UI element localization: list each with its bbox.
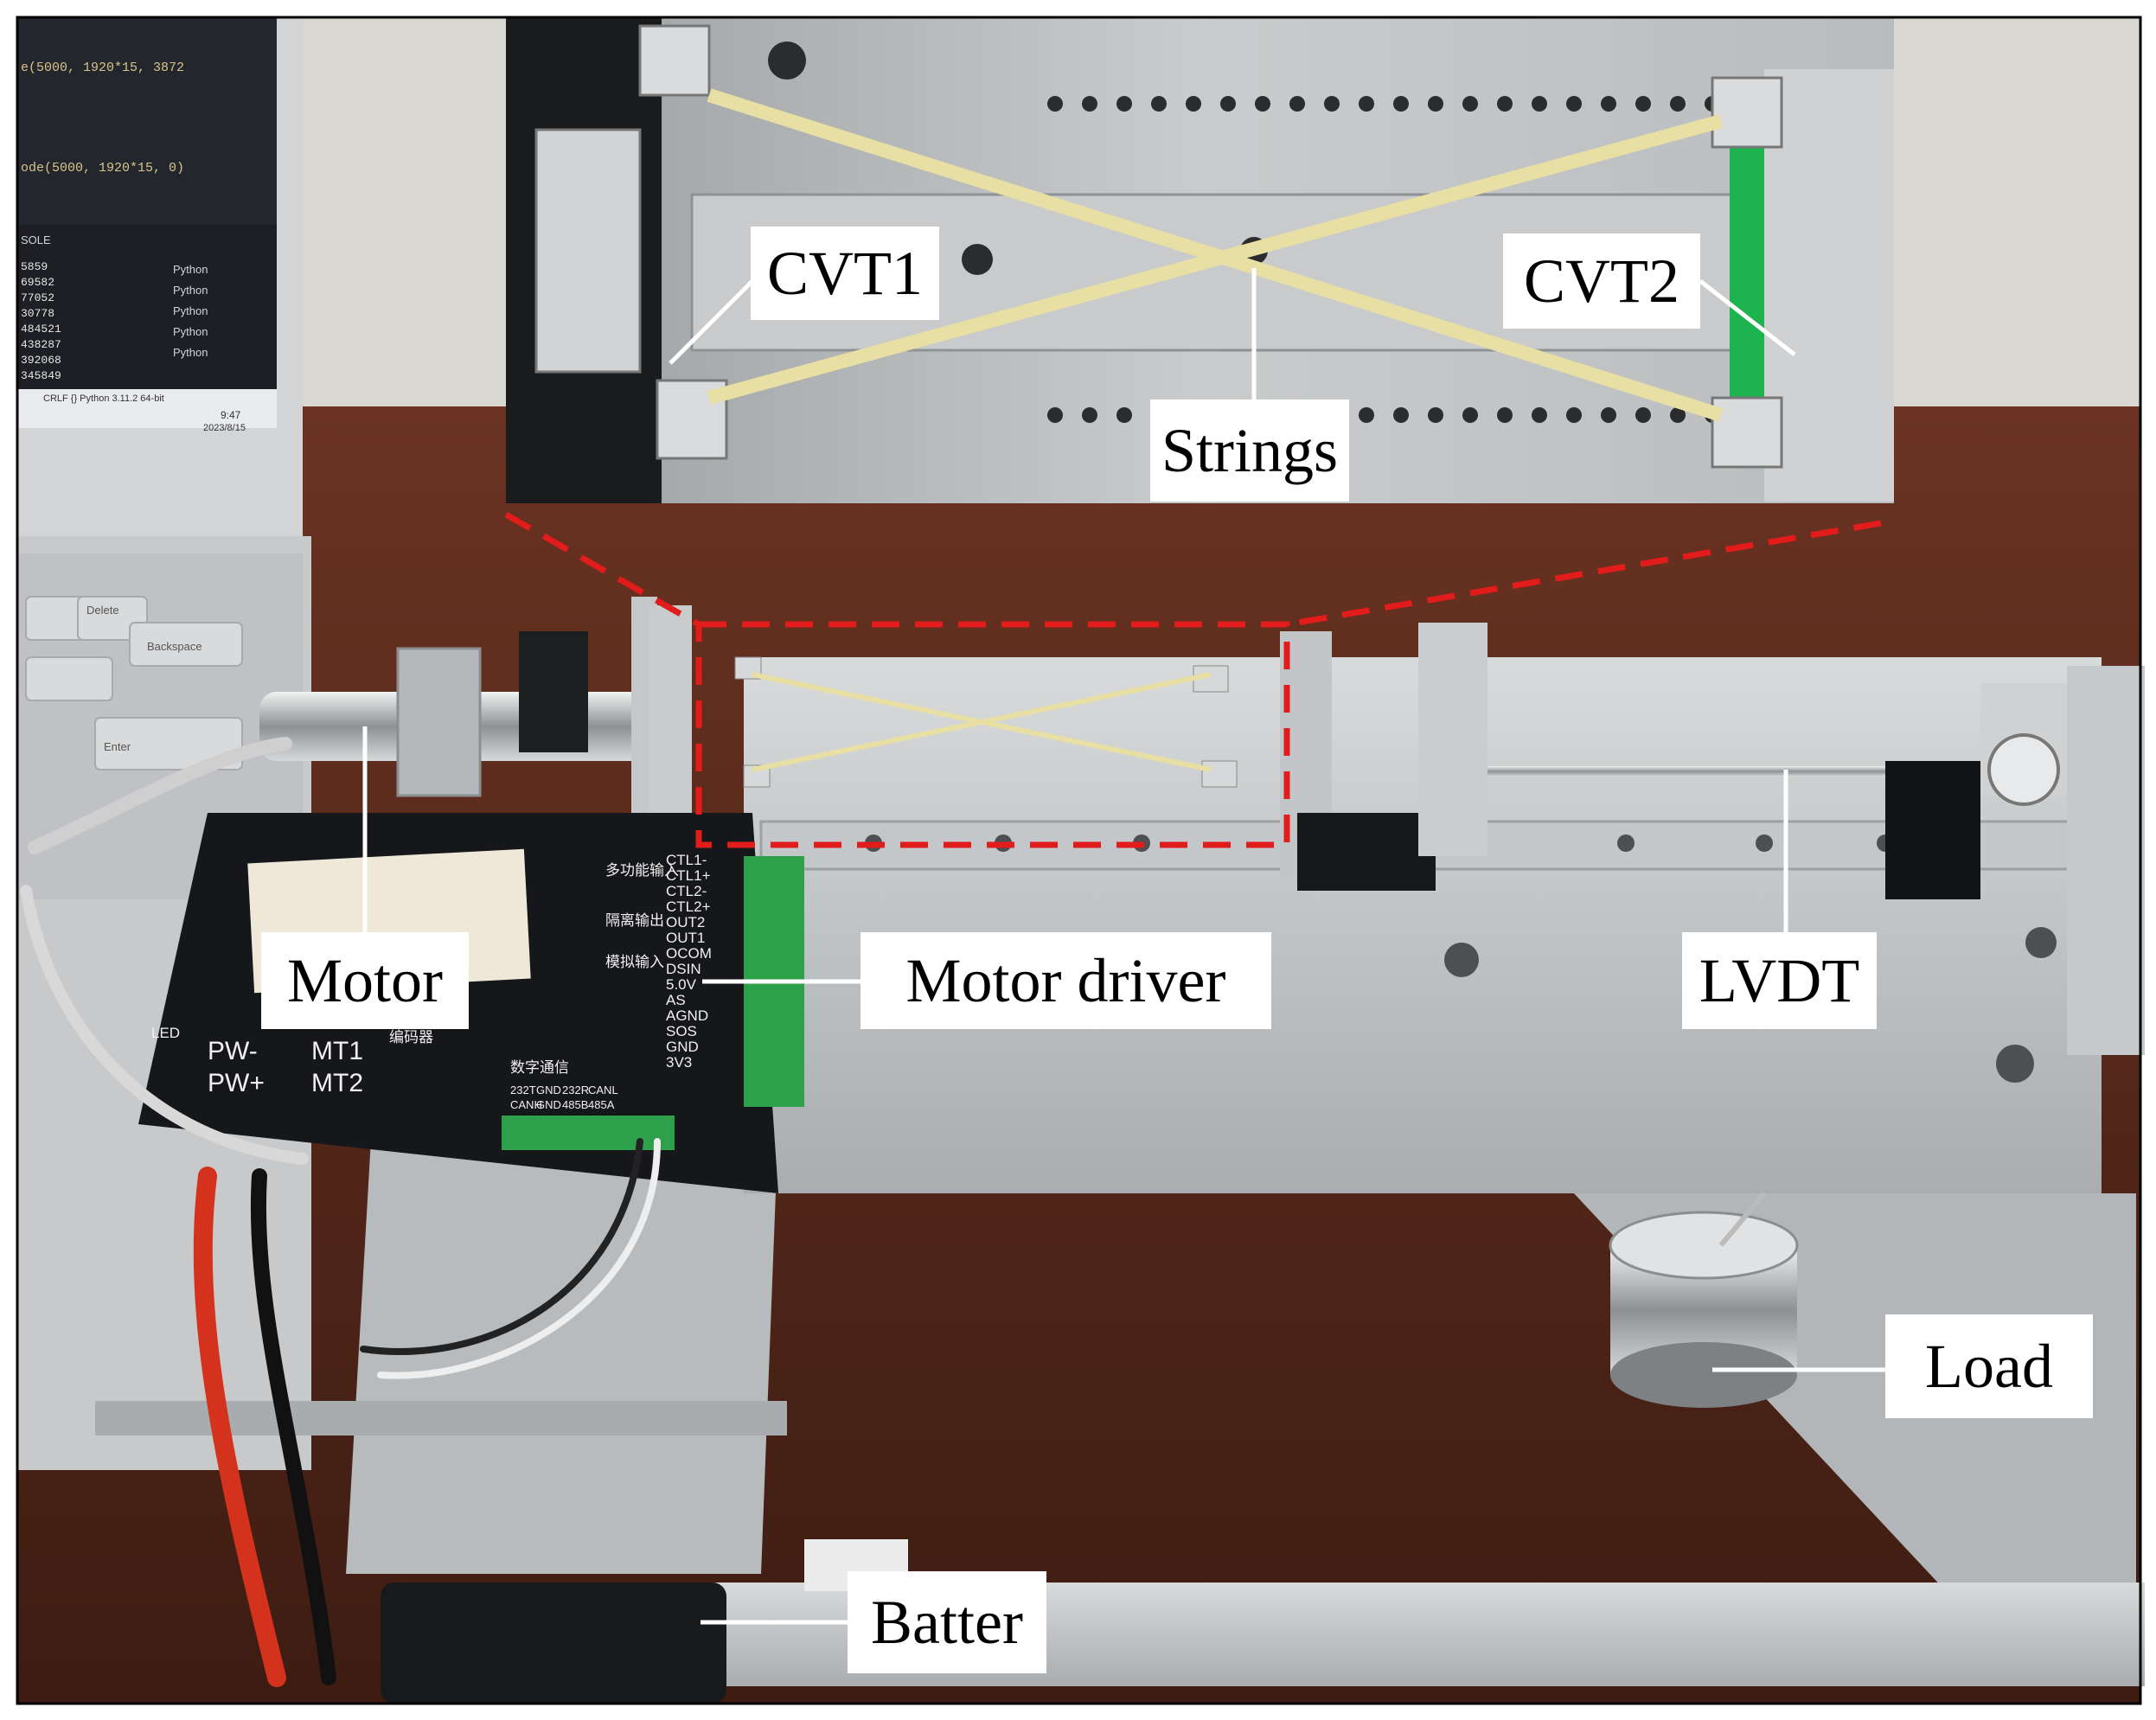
load-weight — [1609, 1192, 1799, 1408]
driver-bottom-pin: 232T — [510, 1084, 536, 1097]
label-cvt1: CVT1 — [751, 227, 939, 320]
driver-motor-pin: MT1 — [311, 1037, 363, 1065]
driver-pin: CTL2- — [666, 883, 707, 899]
driver-pwm-pin: PW- — [208, 1037, 258, 1065]
label-cvt2: CVT2 — [1503, 233, 1700, 329]
console-value: 345849 — [21, 369, 61, 382]
driver-pin: DSIN — [666, 961, 701, 977]
label-strings: Strings — [1150, 400, 1349, 502]
label-load: Load — [1885, 1314, 2093, 1418]
label-lvdt: LVDT — [1682, 932, 1877, 1029]
driver-led: LED — [151, 1025, 180, 1041]
key-enter: Enter — [104, 740, 131, 753]
driver-bottom-pin: CANL — [588, 1084, 618, 1097]
console-value: 77052 — [21, 291, 54, 304]
driver-header-2: 隔离输出 — [605, 912, 664, 929]
terminal-item: Python — [173, 284, 208, 297]
linear-stage-plate — [744, 657, 2102, 1193]
driver-pin: AGND — [666, 1007, 708, 1024]
terminal-item: Python — [173, 304, 208, 317]
driver-pin: CTL1+ — [666, 867, 711, 884]
laptop: e(5000, 1920*15, 3872 ode(5000, 1920*15,… — [17, 17, 311, 1470]
driver-pin: 5.0V — [666, 976, 697, 993]
terminal-item: Python — [173, 346, 208, 359]
console-value: 484521 — [21, 323, 61, 336]
driver-bottom-pin: 485B — [562, 1098, 588, 1111]
driver-pin: OCOM — [666, 945, 712, 962]
driver-pin: 3V3 — [666, 1054, 692, 1071]
console-value: 5859 — [21, 260, 48, 273]
status-bar: CRLF {} Python 3.11.2 64-bit — [43, 393, 164, 404]
driver-bottom-pin: 485A — [588, 1098, 615, 1111]
clock-date: 2023/8/15 — [203, 423, 246, 433]
label-batter: Batter — [848, 1571, 1046, 1673]
driver-bottom-pin: GND — [536, 1098, 561, 1111]
driver-pin: AS — [666, 992, 686, 1008]
driver-motor-pin: MT2 — [311, 1069, 363, 1097]
driver-pin: CTL2+ — [666, 898, 711, 915]
driver-header-3: 模拟输入 — [605, 954, 664, 970]
console-value: 392068 — [21, 354, 61, 367]
key-backspace: Backspace — [147, 640, 202, 653]
driver-bottom-header: 数字通信 — [510, 1059, 569, 1076]
driver-pin: OUT2 — [666, 914, 705, 930]
code-line-2: ode(5000, 1920*15, 0) — [21, 161, 184, 176]
label-motor: Motor — [261, 932, 469, 1029]
code-line-1: e(5000, 1920*15, 3872 — [21, 61, 184, 75]
driver-pin: GND — [666, 1039, 699, 1055]
battery — [381, 1583, 726, 1704]
support-frame — [346, 1124, 778, 1574]
driver-mid-header: 编码器 — [389, 1029, 433, 1045]
terminal-item: Python — [173, 325, 208, 338]
clock-time: 9:47 — [221, 409, 241, 421]
driver-pin: CTL1- — [666, 852, 707, 868]
driver-bottom-pin: CANH — [510, 1098, 542, 1111]
console-value: 438287 — [21, 338, 61, 351]
terminal-item: Python — [173, 263, 208, 276]
driver-pin: OUT1 — [666, 930, 705, 946]
key-delete: Delete — [86, 604, 119, 617]
driver-pin: SOS — [666, 1023, 697, 1039]
console-value: 30778 — [21, 307, 54, 320]
driver-bottom-pin: GND — [536, 1084, 561, 1097]
driver-bottom-pin: 232R — [562, 1084, 589, 1097]
driver-pwm-pin: PW+ — [208, 1069, 265, 1097]
cables — [20, 737, 661, 1687]
console-panel-header: SOLE — [21, 233, 51, 246]
console-value: 69582 — [21, 276, 54, 289]
label-motor-driver: Motor driver — [860, 932, 1271, 1029]
string-2 — [707, 114, 1724, 405]
zoom-indicator — [504, 511, 1882, 848]
leader-lines — [362, 268, 1885, 1625]
string-test-stage — [649, 605, 1487, 891]
driver-header-1: 多功能输入 — [605, 862, 679, 879]
